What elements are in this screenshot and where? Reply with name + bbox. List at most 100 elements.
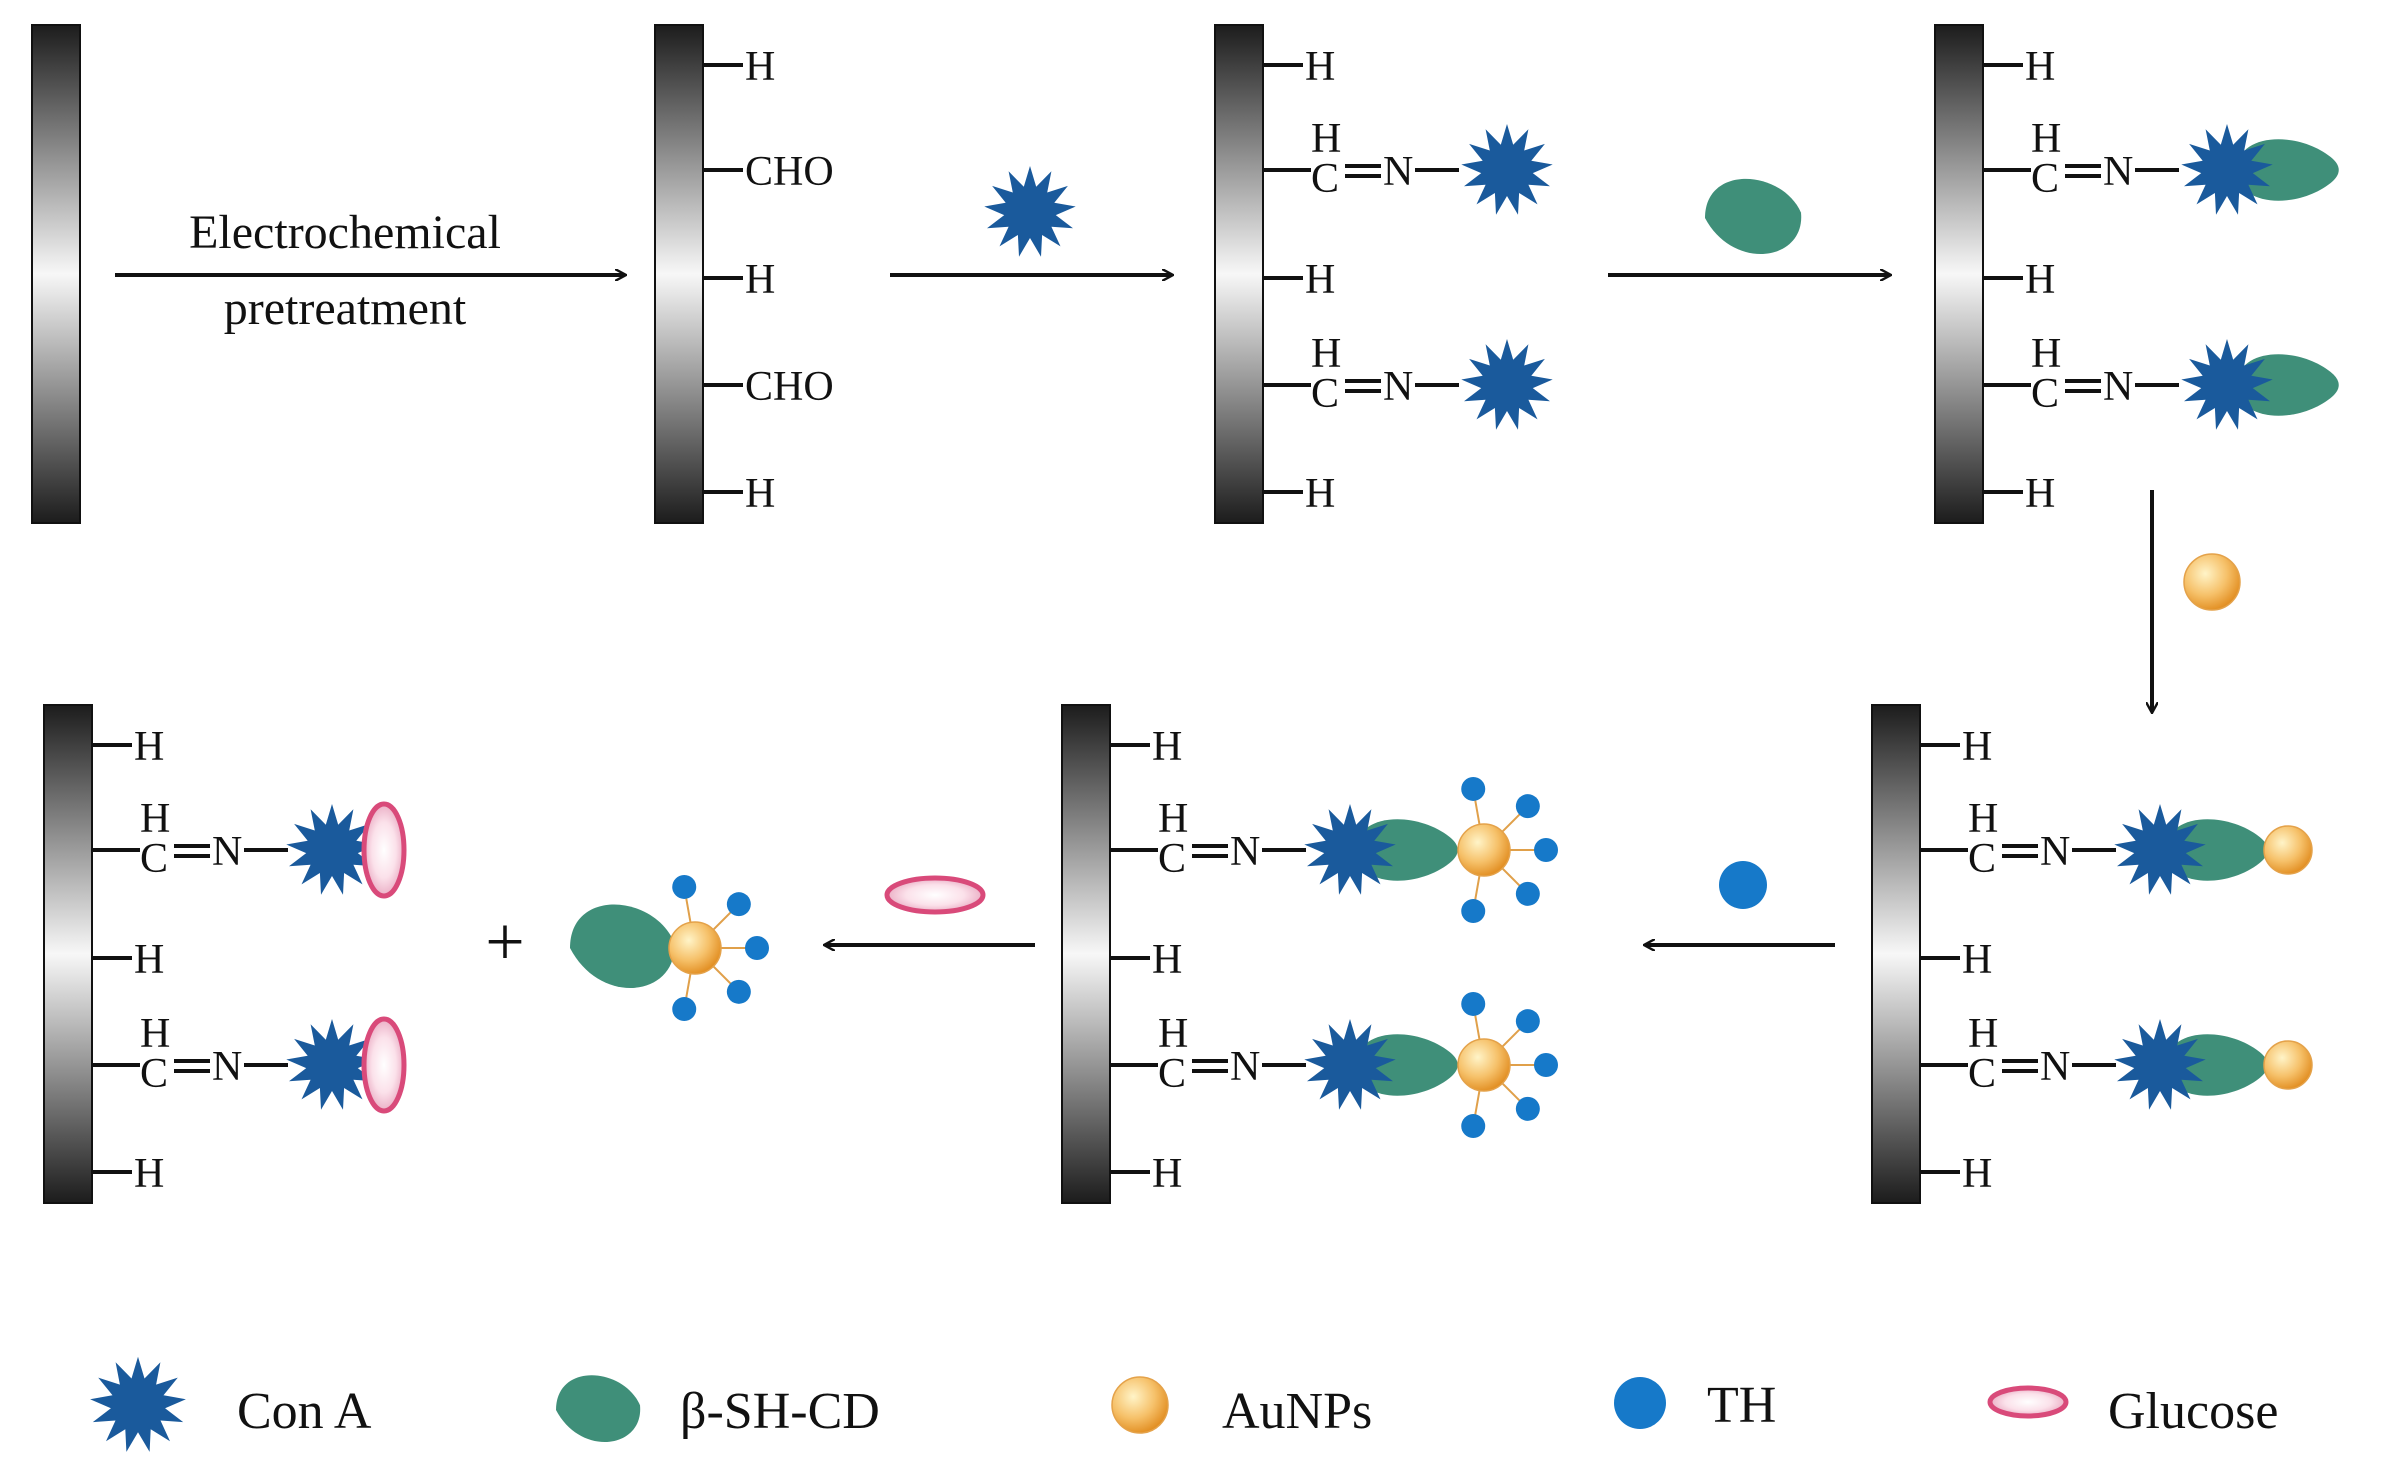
imine-hydrogen-label: H: [140, 1011, 170, 1057]
con-a-icon: [2181, 124, 2273, 215]
imine-carbon-label: C: [1311, 371, 1339, 417]
imine-hydrogen-label: H: [1311, 116, 1341, 162]
imine-nitrogen-label: N: [1230, 829, 1260, 875]
electrode-6: [1061, 704, 1111, 1204]
th-icon: [1614, 1377, 1666, 1429]
con-a-icon: [1461, 339, 1553, 430]
imine-carbon-label: C: [1158, 1051, 1186, 1097]
electrode-2: [654, 24, 704, 524]
th-icon: [1534, 1053, 1558, 1077]
reagents: [570, 166, 2241, 1022]
con-a-icon: [286, 1019, 378, 1110]
imine-hydrogen-label: H: [1311, 331, 1341, 377]
beta-sh-cd-icon: [570, 904, 675, 989]
th-icon: [1515, 1009, 1540, 1034]
con-a-icon: [2114, 1019, 2206, 1110]
imine-hydrogen-label: H: [1158, 1011, 1188, 1057]
step-label-line1: Electrochemical: [189, 206, 501, 259]
electrode-3: [1214, 24, 1264, 524]
hydrogen-label: H: [1152, 937, 1182, 983]
glucose-icon: [1987, 1385, 2069, 1419]
legend: Con A β-SH-CD AuNPs TH Glucose: [90, 1356, 2278, 1452]
hydrogen-label: H: [2025, 471, 2055, 517]
step-label-line2: pretreatment: [224, 282, 467, 335]
legend-label-beta-sh-cd: β-SH-CD: [680, 1383, 880, 1440]
aunps-th-conjugate: [668, 874, 769, 1022]
electrode-7: [1871, 704, 1921, 1204]
hydrogen-label: H: [745, 471, 775, 517]
glucose-icon: [361, 801, 407, 899]
hydrogen-label: H: [134, 1151, 164, 1197]
hydrogen-label: H: [2025, 44, 2055, 90]
bound-species: [286, 124, 2339, 1139]
th-icon: [1515, 794, 1540, 819]
hydrogen-label: H: [134, 937, 164, 983]
th-icon: [1515, 1096, 1540, 1121]
th-icon: [1461, 899, 1486, 924]
reaction-arrows: [115, 275, 2152, 945]
glucose-icon: [361, 1016, 407, 1114]
imine-nitrogen-label: N: [212, 1044, 242, 1090]
th-icon: [1534, 838, 1558, 862]
aunps-icon: [668, 921, 722, 975]
hydrogen-label: H: [1152, 724, 1182, 770]
beta-sh-cd-icon: [556, 1375, 641, 1443]
electrode-4: [1934, 24, 1984, 524]
electrode-5: [43, 704, 93, 1204]
aldehyde-label: CHO: [745, 149, 834, 195]
hydrogen-label: H: [745, 44, 775, 90]
con-a-icon: [1461, 124, 1553, 215]
aunps-icon: [1111, 1376, 1169, 1434]
imine-nitrogen-label: N: [1383, 149, 1413, 195]
imine-carbon-label: C: [140, 1051, 168, 1097]
con-a-icon: [1304, 804, 1396, 895]
glucose-icon: [884, 875, 986, 915]
legend-icons: [90, 1356, 2069, 1452]
aunps-icon: [2263, 825, 2313, 875]
electrode-1: [31, 24, 81, 524]
hydrogen-label: H: [1962, 937, 1992, 983]
con-a-icon: [2114, 804, 2206, 895]
th-icon: [745, 936, 769, 960]
imine-nitrogen-label: N: [2040, 829, 2070, 875]
imine-hydrogen-label: H: [2031, 116, 2061, 162]
imine-carbon-label: C: [1311, 156, 1339, 202]
th-icon: [1461, 991, 1486, 1016]
imine-nitrogen-label: N: [2040, 1044, 2070, 1090]
imine-hydrogen-label: H: [1968, 1011, 1998, 1057]
legend-label-con-a: Con A: [237, 1383, 372, 1440]
con-a-icon: [286, 804, 378, 895]
th-icon: [1515, 881, 1540, 906]
aunps-icon: [2183, 553, 2241, 611]
beta-sh-cd-icon: [1705, 178, 1802, 255]
th-icon: [1719, 861, 1767, 909]
aunps-icon: [1457, 823, 1511, 877]
imine-carbon-label: C: [2031, 156, 2059, 202]
imine-carbon-label: C: [1968, 836, 1996, 882]
hydrogen-label: H: [1962, 1151, 1992, 1197]
imine-carbon-label: C: [2031, 371, 2059, 417]
legend-label-glucose: Glucose: [2108, 1383, 2278, 1440]
imine-nitrogen-label: N: [1230, 1044, 1260, 1090]
th-icon: [726, 892, 751, 917]
imine-nitrogen-label: N: [1383, 364, 1413, 410]
aunps-th-conjugate: [1457, 776, 1558, 924]
plus-sign: +: [485, 904, 524, 981]
aldehyde-label: CHO: [745, 364, 834, 410]
con-a-icon: [2181, 339, 2273, 430]
con-a-icon: [90, 1356, 186, 1452]
imine-carbon-label: C: [1158, 836, 1186, 882]
imine-carbon-label: C: [1968, 1051, 1996, 1097]
legend-label-aunps: AuNPs: [1222, 1383, 1372, 1440]
aunps-icon: [1457, 1038, 1511, 1092]
hydrogen-label: H: [1152, 1151, 1182, 1197]
th-icon: [672, 997, 697, 1022]
electrodes: [31, 24, 1984, 1204]
imine-carbon-label: C: [140, 836, 168, 882]
legend-label-th: TH: [1707, 1377, 1776, 1434]
imine-hydrogen-label: H: [140, 796, 170, 842]
hydrogen-label: H: [1305, 44, 1335, 90]
hydrogen-label: H: [134, 724, 164, 770]
